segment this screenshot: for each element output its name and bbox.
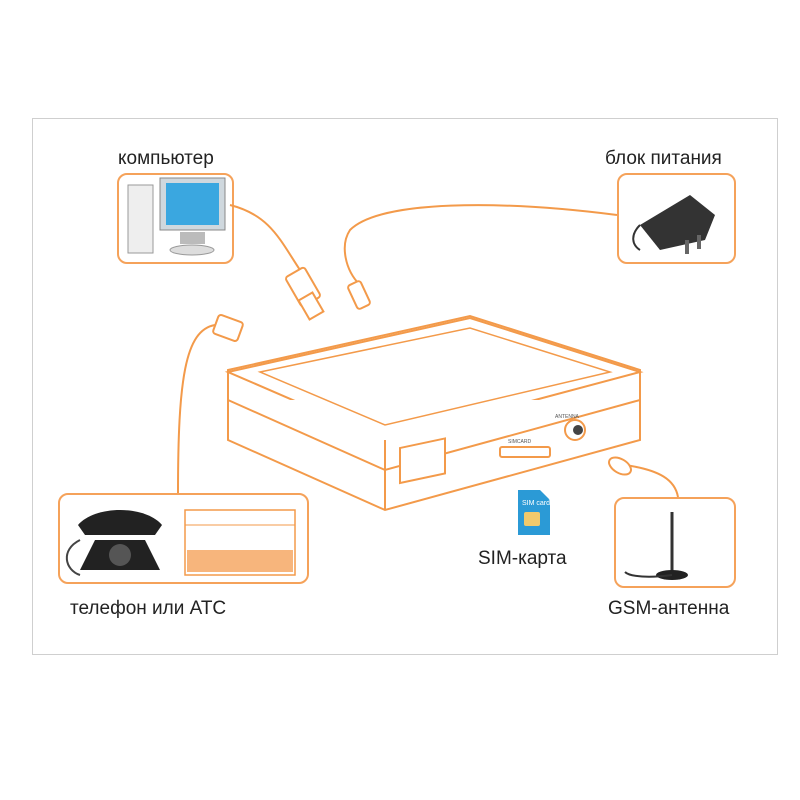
label-phone-or-pbx: телефон или АТС: [70, 598, 227, 619]
label-power-supply: блок питания: [605, 148, 722, 169]
cables: [177, 204, 679, 498]
antenna-port-label: ANTENNA: [555, 414, 580, 420]
power-connector: [347, 280, 371, 310]
power-adapter-icon: [632, 195, 715, 254]
pbx-icon: [184, 509, 296, 576]
diagram-frame: [32, 118, 778, 655]
antenna-cable: [624, 464, 679, 498]
antenna-connector: [608, 456, 632, 476]
antenna-icon: [624, 512, 688, 580]
simcard-slot-label: SIMCARD: [508, 439, 531, 445]
sim-icon-text: SIM card: [522, 500, 550, 507]
usb-cable: [229, 204, 301, 271]
label-sim-card: SIM-карта: [478, 548, 567, 569]
power-cable: [343, 204, 618, 286]
computer-icon: [127, 177, 226, 256]
telephone-icon: [65, 510, 162, 576]
sim-card-icon: SIM card: [518, 490, 550, 535]
label-gsm-antenna: GSM-антенна: [608, 598, 730, 619]
phone-cable: [177, 324, 216, 494]
label-computer: компьютер: [118, 148, 214, 169]
gsm-gateway-device: [224, 314, 644, 512]
rj11-connector: [212, 314, 244, 342]
usb-plug: [297, 291, 325, 321]
